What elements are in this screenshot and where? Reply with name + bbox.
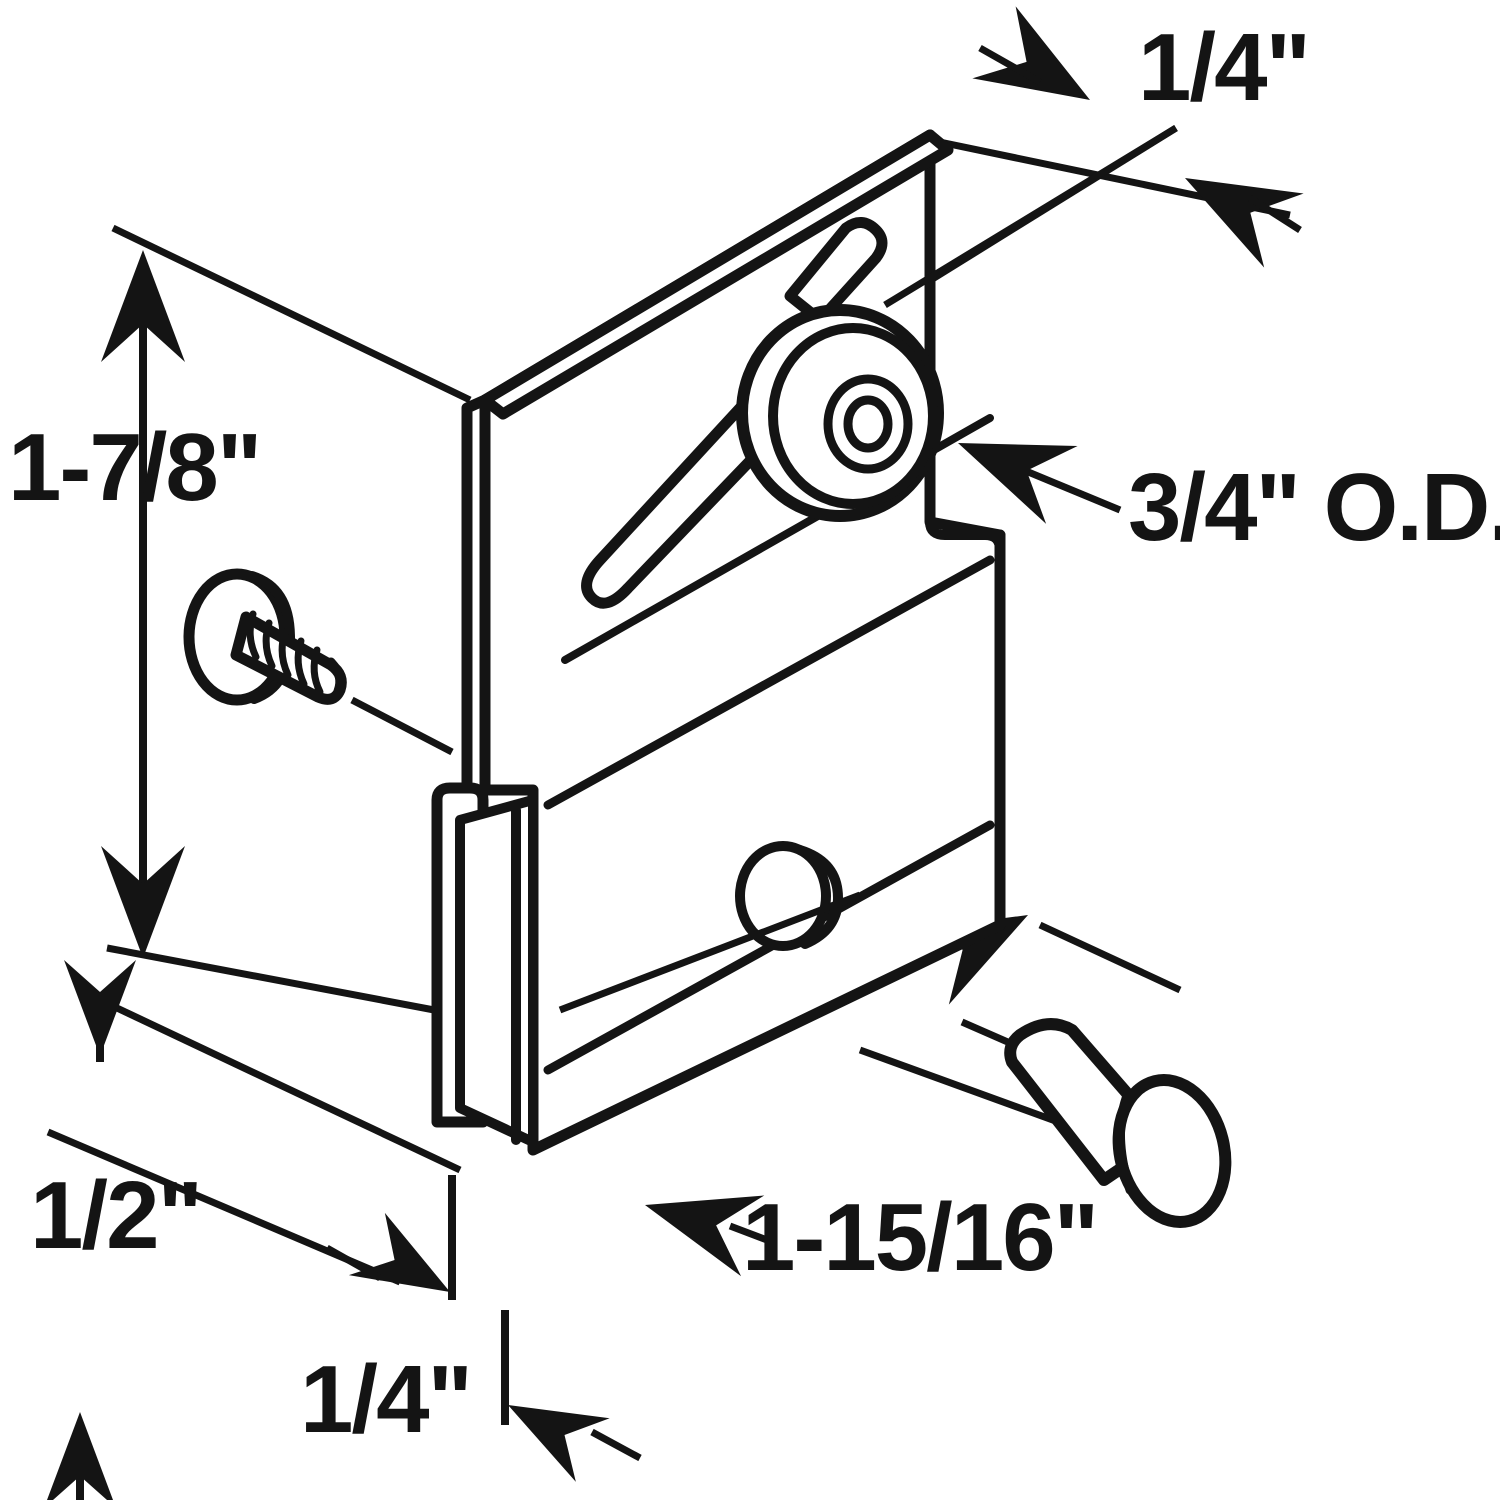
dimension-roller-od-3-4: 3/4" O.D. <box>942 404 1500 561</box>
part-roller-assembly <box>581 125 1178 609</box>
dimension-label-plate-thickness: 1/4" <box>1138 14 1309 121</box>
dimension-label-width: 1-15/16" <box>742 1184 1097 1291</box>
part-axle-rivet <box>960 1018 1232 1228</box>
dimension-label-flange-gap: 1/4" <box>300 1346 471 1453</box>
dimension-label-roller-od: 3/4" O.D. <box>1128 454 1500 561</box>
roller-wheel <box>736 304 944 522</box>
part-mounting-screw <box>183 568 454 756</box>
part-bracket-plate <box>431 129 1006 1156</box>
dimension-height-1-7-8: 1-7/8" <box>8 224 472 1174</box>
dimension-flange-gap-1-4: 1/4" <box>300 1175 642 1482</box>
dimension-label-height: 1-7/8" <box>8 414 260 521</box>
dimension-label-flange-depth: 1/2" <box>30 1162 201 1269</box>
bracket-hole <box>735 841 843 951</box>
